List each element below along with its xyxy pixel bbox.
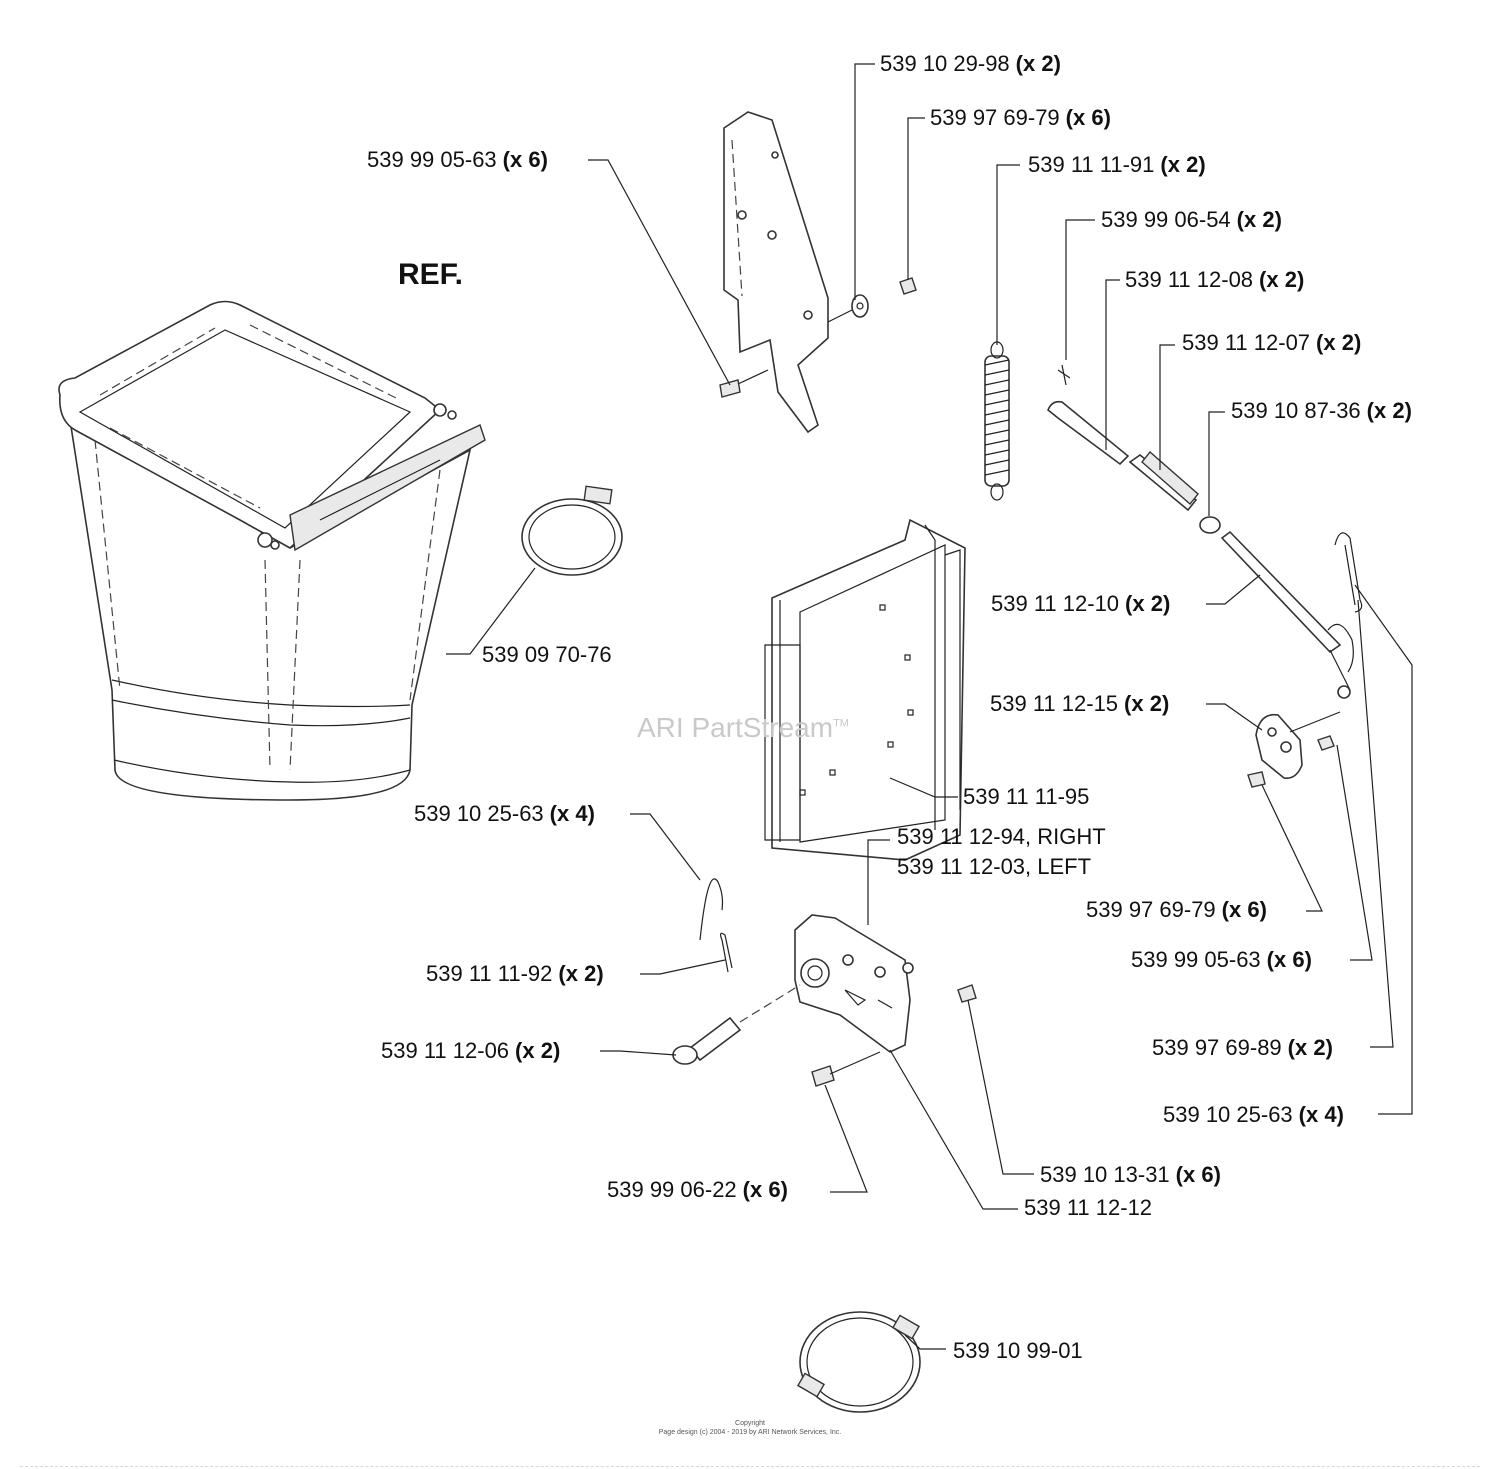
- callout-539-99-05-63-top[interactable]: 539 99 05-63(x 6): [367, 149, 548, 171]
- part-number: 539 11 11-92: [426, 961, 553, 986]
- side-latch-plate: [672, 878, 977, 1087]
- ref-label: REF.: [398, 258, 464, 291]
- part-quantity: (x 2): [1316, 330, 1362, 355]
- part-quantity: (x 6): [1065, 105, 1111, 130]
- part-number: 539 11 11-91: [1028, 152, 1155, 177]
- callout-539-11-11-95[interactable]: 539 11 11-95: [963, 786, 1095, 808]
- leader-lines: [446, 63, 1413, 1350]
- copyright-heading: Copyright: [735, 1420, 765, 1427]
- part-number: 539 10 87-36: [1231, 398, 1361, 423]
- mount-plate-upper: [719, 111, 917, 434]
- callout-539-11-11-91[interactable]: 539 11 11-91(x 2): [1028, 154, 1206, 176]
- watermark-text: ARI PartStream: [637, 712, 834, 743]
- part-number-right: 539 11 12-94, RIGHT: [897, 824, 1106, 849]
- watermark: ARI PartStreamTM: [637, 712, 849, 744]
- callout-539-11-12-12[interactable]: 539 11 12-12: [1024, 1197, 1158, 1219]
- pivot-bracket: [1247, 711, 1341, 788]
- callout-539-11-12-08[interactable]: 539 11 12-08(x 2): [1125, 269, 1304, 291]
- page-divider: [20, 1466, 1480, 1467]
- part-number: 539 97 69-79: [1086, 897, 1216, 922]
- callout-539-99-06-54[interactable]: 539 99 06-54(x 2): [1101, 209, 1282, 231]
- part-quantity: (x 2): [1366, 398, 1412, 423]
- part-quantity: (x 2): [1160, 152, 1206, 177]
- callout-539-10-13-31[interactable]: 539 10 13-31(x 6): [1040, 1164, 1221, 1186]
- part-quantity: (x 2): [1259, 267, 1305, 292]
- callout-539-11-12-10[interactable]: 539 11 12-10(x 2): [991, 593, 1170, 615]
- part-quantity: (x 4): [549, 801, 595, 826]
- part-quantity: (x 6): [742, 1177, 788, 1202]
- part-number: 539 11 12-12: [1024, 1195, 1153, 1220]
- part-quantity: (x 2): [1125, 591, 1171, 616]
- part-number: 539 10 13-31: [1040, 1162, 1170, 1187]
- part-number: 539 11 12-15: [990, 691, 1119, 716]
- part-number: 539 99 05-63: [1131, 947, 1261, 972]
- part-quantity: (x 6): [1175, 1162, 1221, 1187]
- callout-539-11-12-07[interactable]: 539 11 12-07(x 2): [1182, 332, 1361, 354]
- part-number: 539 97 69-79: [930, 105, 1060, 130]
- callout-539-11-12-06[interactable]: 539 11 12-06(x 2): [381, 1040, 560, 1062]
- callout-539-10-25-63-left[interactable]: 539 10 25-63(x 4): [414, 803, 595, 825]
- slide-plate: [764, 518, 966, 861]
- callout-539-11-11-92[interactable]: 539 11 11-92(x 2): [426, 963, 604, 985]
- part-quantity: (x 2): [1287, 1035, 1333, 1060]
- callout-side-plate-right-left[interactable]: 539 11 12-94, RIGHT 539 11 12-03, LEFT: [897, 822, 1106, 882]
- part-number: 539 11 12-07: [1182, 330, 1311, 355]
- callout-539-11-12-15[interactable]: 539 11 12-15(x 2): [990, 693, 1169, 715]
- part-quantity: (x 6): [502, 147, 548, 172]
- callout-539-10-99-01[interactable]: 539 10 99-01: [953, 1340, 1089, 1362]
- part-quantity: (x 2): [1124, 691, 1170, 716]
- part-quantity: (x 2): [558, 961, 604, 986]
- part-quantity: (x 2): [515, 1038, 561, 1063]
- callout-539-99-05-63-lower[interactable]: 539 99 05-63(x 6): [1131, 949, 1312, 971]
- extension-spring: [984, 341, 1010, 501]
- callout-539-97-69-89[interactable]: 539 97 69-89(x 2): [1152, 1037, 1333, 1059]
- part-number: 539 10 25-63: [1163, 1102, 1293, 1127]
- part-number-left: 539 11 12-03, LEFT: [897, 854, 1092, 879]
- callout-539-10-29-98[interactable]: 539 10 29-98(x 2): [880, 53, 1061, 75]
- copyright-notice: Page design (c) 2004 - 2019 by ARI Netwo…: [658, 1429, 842, 1436]
- callout-539-09-70-76[interactable]: 539 09 70-76: [482, 644, 618, 666]
- part-number: 539 11 11-95: [963, 784, 1090, 809]
- part-number: 539 11 12-10: [991, 591, 1120, 616]
- bagger-basket: [58, 300, 486, 801]
- part-quantity: (x 2): [1015, 51, 1061, 76]
- part-number: 539 99 05-63: [367, 147, 497, 172]
- watermark-trademark: TM: [833, 717, 849, 730]
- callout-539-97-69-79-lower[interactable]: 539 97 69-79(x 6): [1086, 899, 1267, 921]
- part-quantity: (x 6): [1221, 897, 1267, 922]
- part-number: 539 99 06-54: [1101, 207, 1231, 232]
- part-number: 539 97 69-89: [1152, 1035, 1282, 1060]
- part-quantity: (x 6): [1266, 947, 1312, 972]
- callout-539-97-69-79-top[interactable]: 539 97 69-79(x 6): [930, 107, 1111, 129]
- part-number: 539 11 12-06: [381, 1038, 510, 1063]
- part-number: 539 11 12-08: [1125, 267, 1254, 292]
- part-number: 539 10 99-01: [953, 1338, 1083, 1363]
- part-number: 539 10 25-63: [414, 801, 544, 826]
- lift-rod-assembly: [1047, 364, 1363, 699]
- part-number: 539 10 29-98: [880, 51, 1010, 76]
- part-quantity: (x 4): [1298, 1102, 1344, 1127]
- part-number: 539 09 70-76: [482, 642, 612, 667]
- part-number: 539 99 06-22: [607, 1177, 737, 1202]
- hose-clamp-large: [797, 1311, 921, 1413]
- part-quantity: (x 2): [1236, 207, 1282, 232]
- callout-539-99-06-22[interactable]: 539 99 06-22(x 6): [607, 1179, 788, 1201]
- hose-clamp-small: [521, 485, 623, 576]
- callout-539-10-87-36[interactable]: 539 10 87-36(x 2): [1231, 400, 1412, 422]
- callout-539-10-25-63-right[interactable]: 539 10 25-63(x 4): [1163, 1104, 1344, 1126]
